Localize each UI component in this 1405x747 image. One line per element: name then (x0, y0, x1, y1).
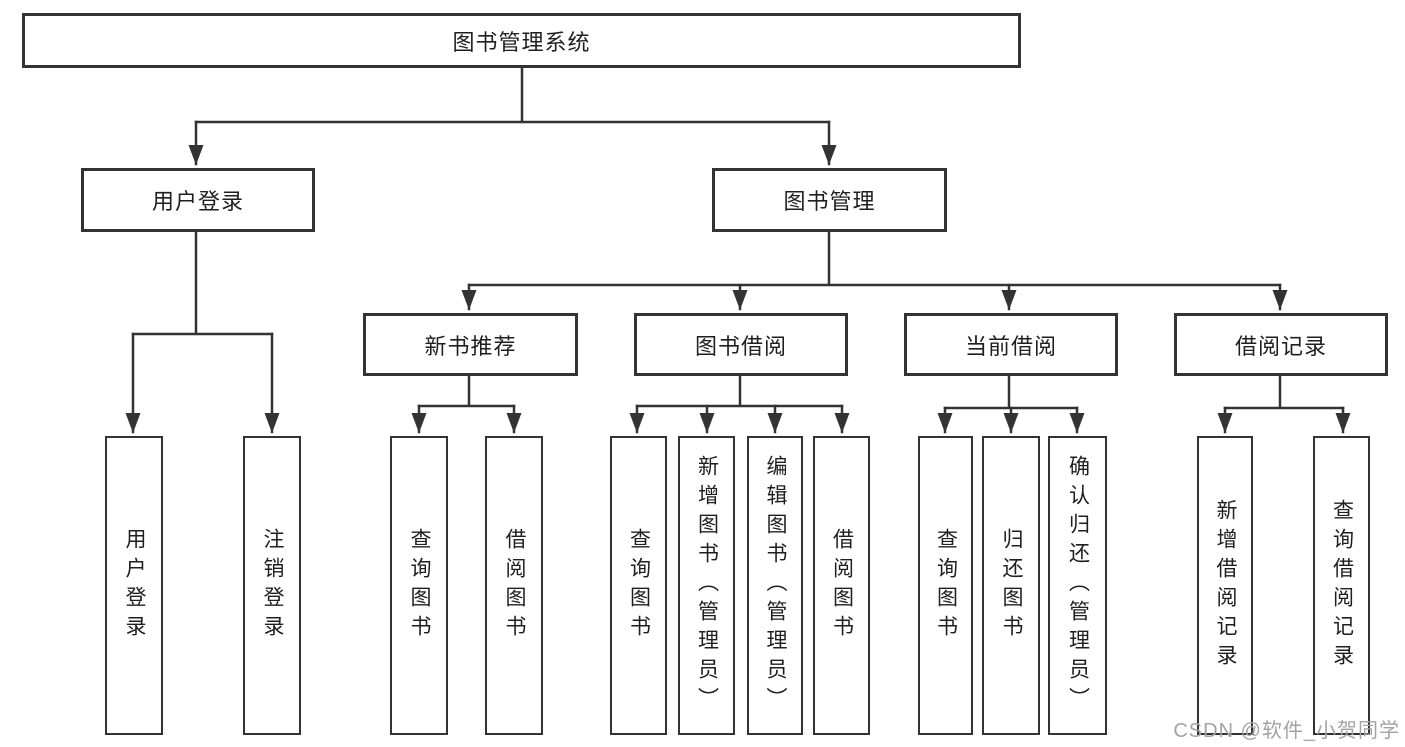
leaf-query-borrow-record-label: 查询借阅记录 (1330, 498, 1354, 673)
leaf-confirm-return-admin-label: 确认归还（管理员） (1066, 455, 1090, 716)
leaf-logout: 注销登录 (243, 436, 301, 735)
leaf-edit-book-admin: 编辑图书（管理员） (747, 436, 803, 735)
leaf-borrow-books-borrowing: 借阅图书 (813, 436, 870, 735)
leaf-confirm-return-admin: 确认归还（管理员） (1048, 436, 1107, 735)
leaf-add-borrow-record-label: 新增借阅记录 (1214, 498, 1237, 673)
leaf-query-books-current-label: 查询图书 (934, 527, 958, 644)
leaf-edit-book-admin-label: 编辑图书（管理员） (764, 455, 787, 716)
leaf-query-books-recommend: 查询图书 (390, 436, 448, 735)
leaf-query-borrow-record: 查询借阅记录 (1313, 436, 1370, 735)
leaf-user-login: 用户登录 (105, 436, 163, 735)
node-current-borrowing: 当前借阅 (904, 313, 1118, 376)
leaf-query-books-borrowing-label: 查询图书 (627, 527, 651, 644)
leaf-add-book-admin: 新增图书（管理员） (678, 436, 735, 735)
leaf-logout-label: 注销登录 (261, 527, 284, 644)
leaf-user-login-label: 用户登录 (123, 527, 146, 644)
leaf-add-borrow-record: 新增借阅记录 (1197, 436, 1253, 735)
leaf-add-book-admin-label: 新增图书（管理员） (695, 455, 719, 716)
node-borrowing-records: 借阅记录 (1174, 313, 1388, 376)
leaf-return-books: 归还图书 (982, 436, 1040, 735)
leaf-borrow-books-recommend: 借阅图书 (485, 436, 543, 735)
node-new-book-recommendation: 新书推荐 (363, 313, 578, 376)
leaf-borrow-books-recommend-label: 借阅图书 (503, 527, 526, 644)
csdn-watermark: CSDN @软件_小贺同学 (1173, 720, 1400, 742)
node-library-management-system: 图书管理系统 (22, 13, 1021, 68)
leaf-query-books-current: 查询图书 (918, 436, 973, 735)
leaf-query-books-recommend-label: 查询图书 (408, 527, 431, 644)
leaf-borrow-books-borrowing-label: 借阅图书 (830, 527, 854, 644)
node-book-borrowing: 图书借阅 (634, 313, 848, 376)
node-user-login: 用户登录 (81, 168, 315, 232)
leaf-query-books-borrowing: 查询图书 (610, 436, 667, 735)
leaf-return-books-label: 归还图书 (1000, 527, 1023, 644)
node-book-management: 图书管理 (712, 168, 947, 232)
